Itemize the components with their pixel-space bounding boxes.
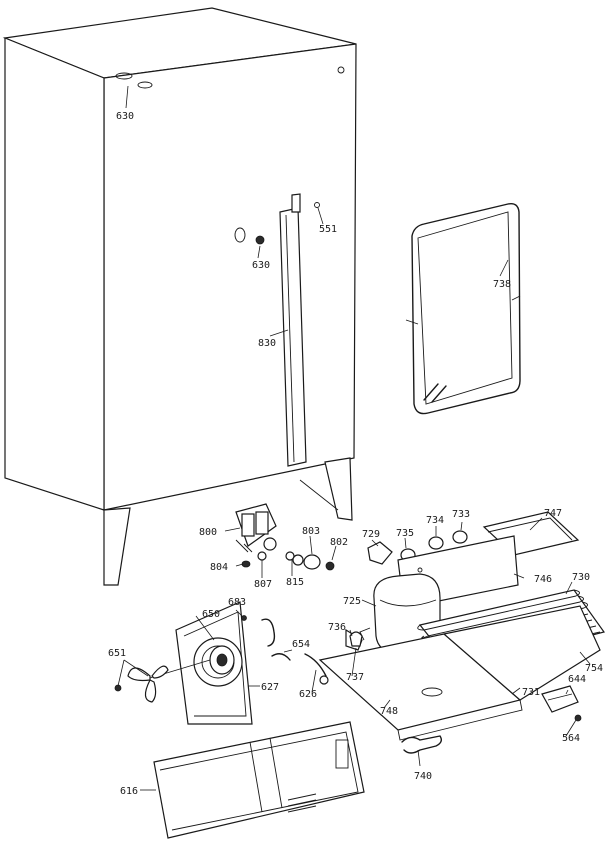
rear-cover-616	[153, 721, 365, 839]
wire-harness-654	[261, 618, 291, 661]
fan-blade-651	[114, 665, 169, 703]
label-736: 736	[328, 622, 346, 633]
cabinet-back-panel	[103, 43, 357, 511]
tube-626	[304, 653, 329, 685]
label-564: 564	[562, 733, 580, 744]
fan-motor-650	[149, 645, 235, 679]
label-746: 746	[534, 574, 552, 585]
label-644: 644	[568, 674, 586, 685]
label-616: 616	[120, 786, 138, 797]
label-729: 729	[362, 529, 380, 540]
label-830: 830	[258, 338, 276, 349]
label-802: 802	[330, 537, 348, 548]
label-748: 748	[380, 706, 398, 717]
label-654: 654	[292, 639, 310, 650]
label-747: 747	[544, 508, 562, 519]
channel-830	[279, 193, 307, 467]
label-734: 734	[426, 515, 444, 526]
label-740: 740	[414, 771, 432, 782]
label-735: 735	[396, 528, 414, 539]
label-626: 626	[299, 689, 317, 700]
water-valve-800	[235, 503, 277, 553]
label-800: 800	[199, 527, 217, 538]
clip-644	[541, 685, 579, 713]
label-551: 551	[319, 224, 337, 235]
label-630-top: 630	[116, 111, 134, 122]
cabinet-leg-left	[103, 507, 131, 586]
grommet-736	[349, 631, 363, 647]
label-733: 733	[452, 509, 470, 520]
label-731: 731	[522, 687, 540, 698]
label-725: 725	[343, 596, 361, 607]
label-754: 754	[585, 663, 603, 674]
label-807: 807	[254, 579, 272, 590]
screw-683	[241, 615, 247, 621]
label-737: 737	[346, 672, 364, 683]
label-627: 627	[261, 682, 279, 693]
label-650: 650	[202, 609, 220, 620]
cabinet	[2, 7, 357, 586]
small-fittings	[241, 551, 335, 571]
condenser-loop-738	[405, 202, 521, 415]
plug-630	[255, 235, 265, 245]
label-815: 815	[286, 577, 304, 588]
screw-564	[574, 714, 582, 722]
label-738: 738	[493, 279, 511, 290]
clip-740	[401, 735, 443, 754]
label-683: 683	[228, 597, 246, 608]
cabinet-side-panel	[4, 37, 105, 511]
vent-slot	[115, 72, 133, 80]
label-730: 730	[572, 572, 590, 583]
label-804: 804	[210, 562, 228, 573]
base-plate-748	[318, 605, 601, 741]
screw-551	[314, 202, 320, 208]
leader-lines	[117, 85, 591, 791]
part-labels: 630 630 551 830 738 800 804 807 815 803 …	[108, 111, 603, 797]
label-630-plug: 630	[252, 260, 270, 271]
label-803: 803	[302, 526, 320, 537]
relay-parts	[367, 530, 468, 565]
cabinet-leg-right	[324, 457, 353, 521]
label-651: 651	[108, 648, 126, 659]
